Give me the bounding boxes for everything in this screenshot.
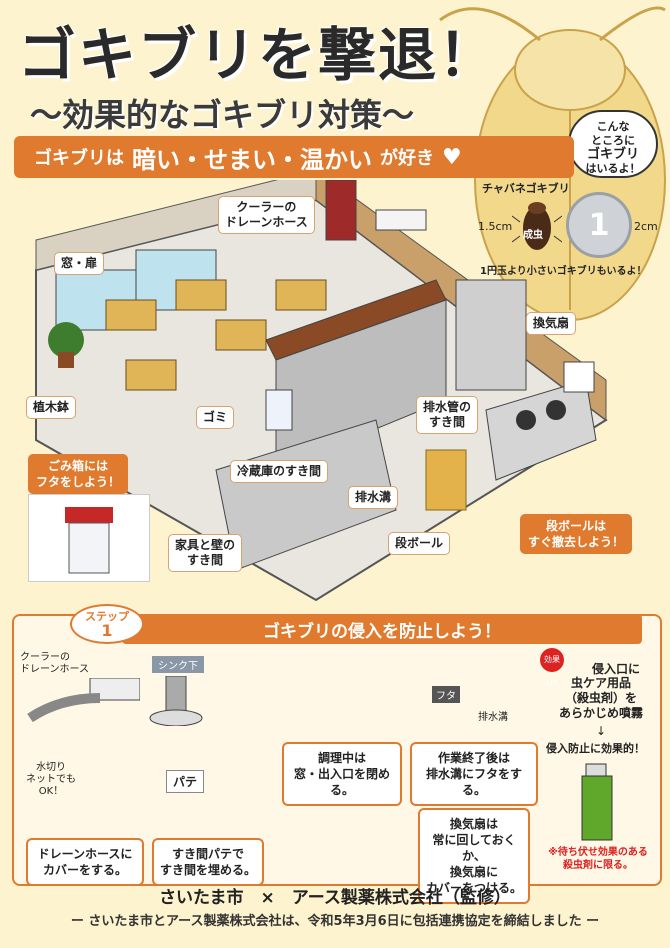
hose-label: クーラーの ドレーンホース [20, 652, 89, 675]
preference-banner: ゴキブリは 暗い・せまい・温かい が好き ♥ [14, 136, 574, 178]
spray-arrow: ↓ [596, 724, 607, 738]
step-badge-number: 1 [101, 621, 113, 640]
card-putty: すき間パテで すき間を埋める。 [152, 838, 264, 886]
page-subtitle: 〜効果的なゴキブリ対策〜 [30, 96, 415, 134]
label-fridge-gap: 冷蔵庫のすき間 [230, 460, 329, 483]
bubble-line: こんな [596, 120, 630, 133]
spray-text-3: 侵入防止に効果的！ [546, 742, 645, 755]
bubble-line: ところに [591, 134, 635, 147]
label-furniture-gap: 家具と壁の すき間 [168, 534, 243, 572]
lid-label: フタ [432, 686, 460, 703]
drain-label: 排水溝 [478, 712, 508, 723]
effect-up-badge: 効果UP [540, 648, 564, 688]
label-plant-pot: 植木鉢 [26, 396, 77, 419]
tip-trash-image [28, 494, 150, 582]
speech-bubble: こんな ところに ゴキブリ はいるよ！ [568, 110, 658, 178]
sink-pipe-icon [149, 676, 203, 726]
card-vent-fan: 換気扇は 常に回しておくか、 換気扇に カバーをつける。 [418, 808, 530, 904]
bubble-line: はいるよ！ [585, 162, 641, 175]
roach-size-note: 1円玉より小さいゴキブリもいるよ！ [480, 266, 647, 277]
small-cockroach-icon [512, 202, 562, 250]
label-drain-hose: クーラーの ドレーンホース [218, 196, 315, 234]
page-title: ゴキブリを撃退！ [18, 21, 499, 89]
roach-stage: 成虫 [523, 230, 543, 241]
banner-emphasis: 暗い・せまい・温かい [132, 145, 372, 174]
label-drain-ditch: 排水溝 [348, 486, 399, 509]
net-label: 水切り ネットでも OK！ [26, 762, 76, 797]
tip-cardboard-remove: 段ボールは すぐ撤去しよう！ [520, 514, 633, 554]
label-vent-fan: 換気扇 [526, 312, 577, 335]
spray-note: ※待ち伏せ効果のある 殺虫剤に限る。 [548, 847, 648, 871]
card-close-window: 調理中は 窓・出入口を閉める。 [282, 742, 402, 806]
restaurant-kitchen-illustration [35, 180, 608, 602]
putty-label: パテ [166, 770, 205, 793]
label-cardboard: 段ボール [388, 532, 451, 555]
banner-suffix: が好き [380, 148, 434, 169]
insecticide-spray-can-icon [581, 763, 613, 841]
label-trash: ゴミ [196, 406, 235, 429]
banner-prefix: ゴキブリは [34, 148, 124, 169]
heart-icon: ♥ [442, 144, 462, 170]
roach-name: チャバネゴキブリ [482, 182, 570, 195]
sink-label: シンク下 [152, 656, 204, 673]
label-drain-pipe-gap: 排水管の すき間 [416, 396, 479, 434]
card-drain-lid: 作業終了後は 排水溝にフタをする。 [410, 742, 538, 806]
coin-label: 1 [588, 207, 610, 243]
bubble-line: ゴキブリ [586, 147, 639, 162]
step-badge: ステップ 1 [70, 604, 144, 644]
one-yen-coin-icon: 1 [566, 192, 632, 258]
trash-bin-with-lid-icon [65, 507, 113, 574]
tip-trash-lid: ごみ箱には フタをしよう！ [28, 454, 129, 494]
roach-size-height: 1.5cm [478, 220, 513, 233]
footer-organizations: さいたま市 × アース製薬株式会社（監修） [159, 888, 511, 908]
card-hose-cover: ドレーンホースに カバーをする。 [26, 838, 144, 886]
drain-hose-icon [27, 678, 140, 723]
spray-text-2: 虫ケア用品 （殺虫剤）を あらかじめ噴霧 [558, 676, 643, 720]
step-badge-label: ステップ [85, 610, 129, 623]
spray-text-1: 侵入口に [592, 662, 641, 676]
label-window-door: 窓・扉 [54, 252, 105, 275]
roach-size-width: 2cm [634, 220, 658, 233]
step-heading: ゴキブリの侵入を防止しよう！ [122, 614, 642, 644]
footer-agreement-note: ー さいたま市とアース製薬株式会社は、令和5年3月6日に包括連携協定を締結しまし… [70, 914, 600, 929]
